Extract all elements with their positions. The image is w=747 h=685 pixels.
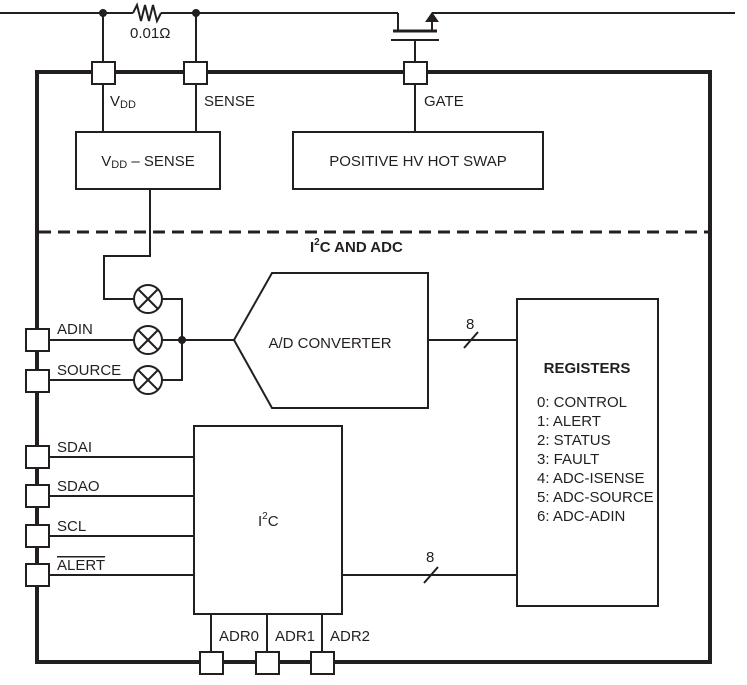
alert-pin xyxy=(25,563,50,587)
mux-switch-icon xyxy=(133,284,163,314)
adr0-pin xyxy=(199,651,224,675)
vdd-sense-block xyxy=(75,131,221,190)
mosfet-icon xyxy=(391,12,439,62)
register-item: 3: FAULT xyxy=(537,451,599,468)
adr2-pin xyxy=(310,651,335,675)
alert-pin-label: ALERT xyxy=(57,557,105,574)
section-title: I2C AND ADC xyxy=(310,237,403,256)
adin-pin xyxy=(25,328,50,352)
adr2-pin-label: ADR2 xyxy=(330,628,370,645)
mux-node xyxy=(178,336,186,344)
adr1-pin xyxy=(255,651,280,675)
vdd-sense-label: VDD – SENSE xyxy=(101,153,194,171)
registers-title: REGISTERS xyxy=(544,360,631,377)
adin-pin-label: ADIN xyxy=(57,321,93,338)
sense-pin xyxy=(183,61,208,85)
vdd-pin xyxy=(91,61,116,85)
gate-pin xyxy=(403,61,428,85)
register-item: 1: ALERT xyxy=(537,413,601,430)
sdao-pin xyxy=(25,484,50,508)
source-pin-label: SOURCE xyxy=(57,362,121,379)
register-list: 0: CONTROL 1: ALERT 2: STATUS 3: FAULT 4… xyxy=(537,394,654,525)
resistor-value: 0.01Ω xyxy=(130,25,170,42)
sdai-pin xyxy=(25,445,50,469)
source-pin xyxy=(25,369,50,393)
register-item: 4: ADC-ISENSE xyxy=(537,470,645,487)
registers-block xyxy=(516,298,659,607)
hot-swap-block xyxy=(292,131,544,190)
register-item: 2: STATUS xyxy=(537,432,611,449)
adr0-pin-label: ADR0 xyxy=(219,628,259,645)
register-item: 0: CONTROL xyxy=(537,394,627,411)
mux-switch-icon xyxy=(133,365,163,395)
scl-pin xyxy=(25,524,50,548)
adc-label: A/D CONVERTER xyxy=(268,335,391,352)
chip-outline xyxy=(35,70,712,664)
sdai-pin-label: SDAI xyxy=(57,439,92,456)
vdd-pin-label: VDD xyxy=(110,93,136,111)
adr1-pin-label: ADR1 xyxy=(275,628,315,645)
mux-switch-icon xyxy=(133,325,163,355)
i2c-block xyxy=(193,425,343,615)
sense-pin-label: SENSE xyxy=(204,93,255,110)
adc-bus-width: 8 xyxy=(466,316,474,333)
gate-pin-label: GATE xyxy=(424,93,464,110)
i2c-bus-width: 8 xyxy=(426,549,434,566)
i2c-label: I2C xyxy=(258,511,279,530)
scl-pin-label: SCL xyxy=(57,518,86,535)
supply-line xyxy=(0,2,735,24)
sdao-pin-label: SDAO xyxy=(57,478,100,495)
register-item: 5: ADC-SOURCE xyxy=(537,489,654,506)
hot-swap-label: POSITIVE HV HOT SWAP xyxy=(329,153,507,170)
register-item: 6: ADC-ADIN xyxy=(537,508,625,525)
